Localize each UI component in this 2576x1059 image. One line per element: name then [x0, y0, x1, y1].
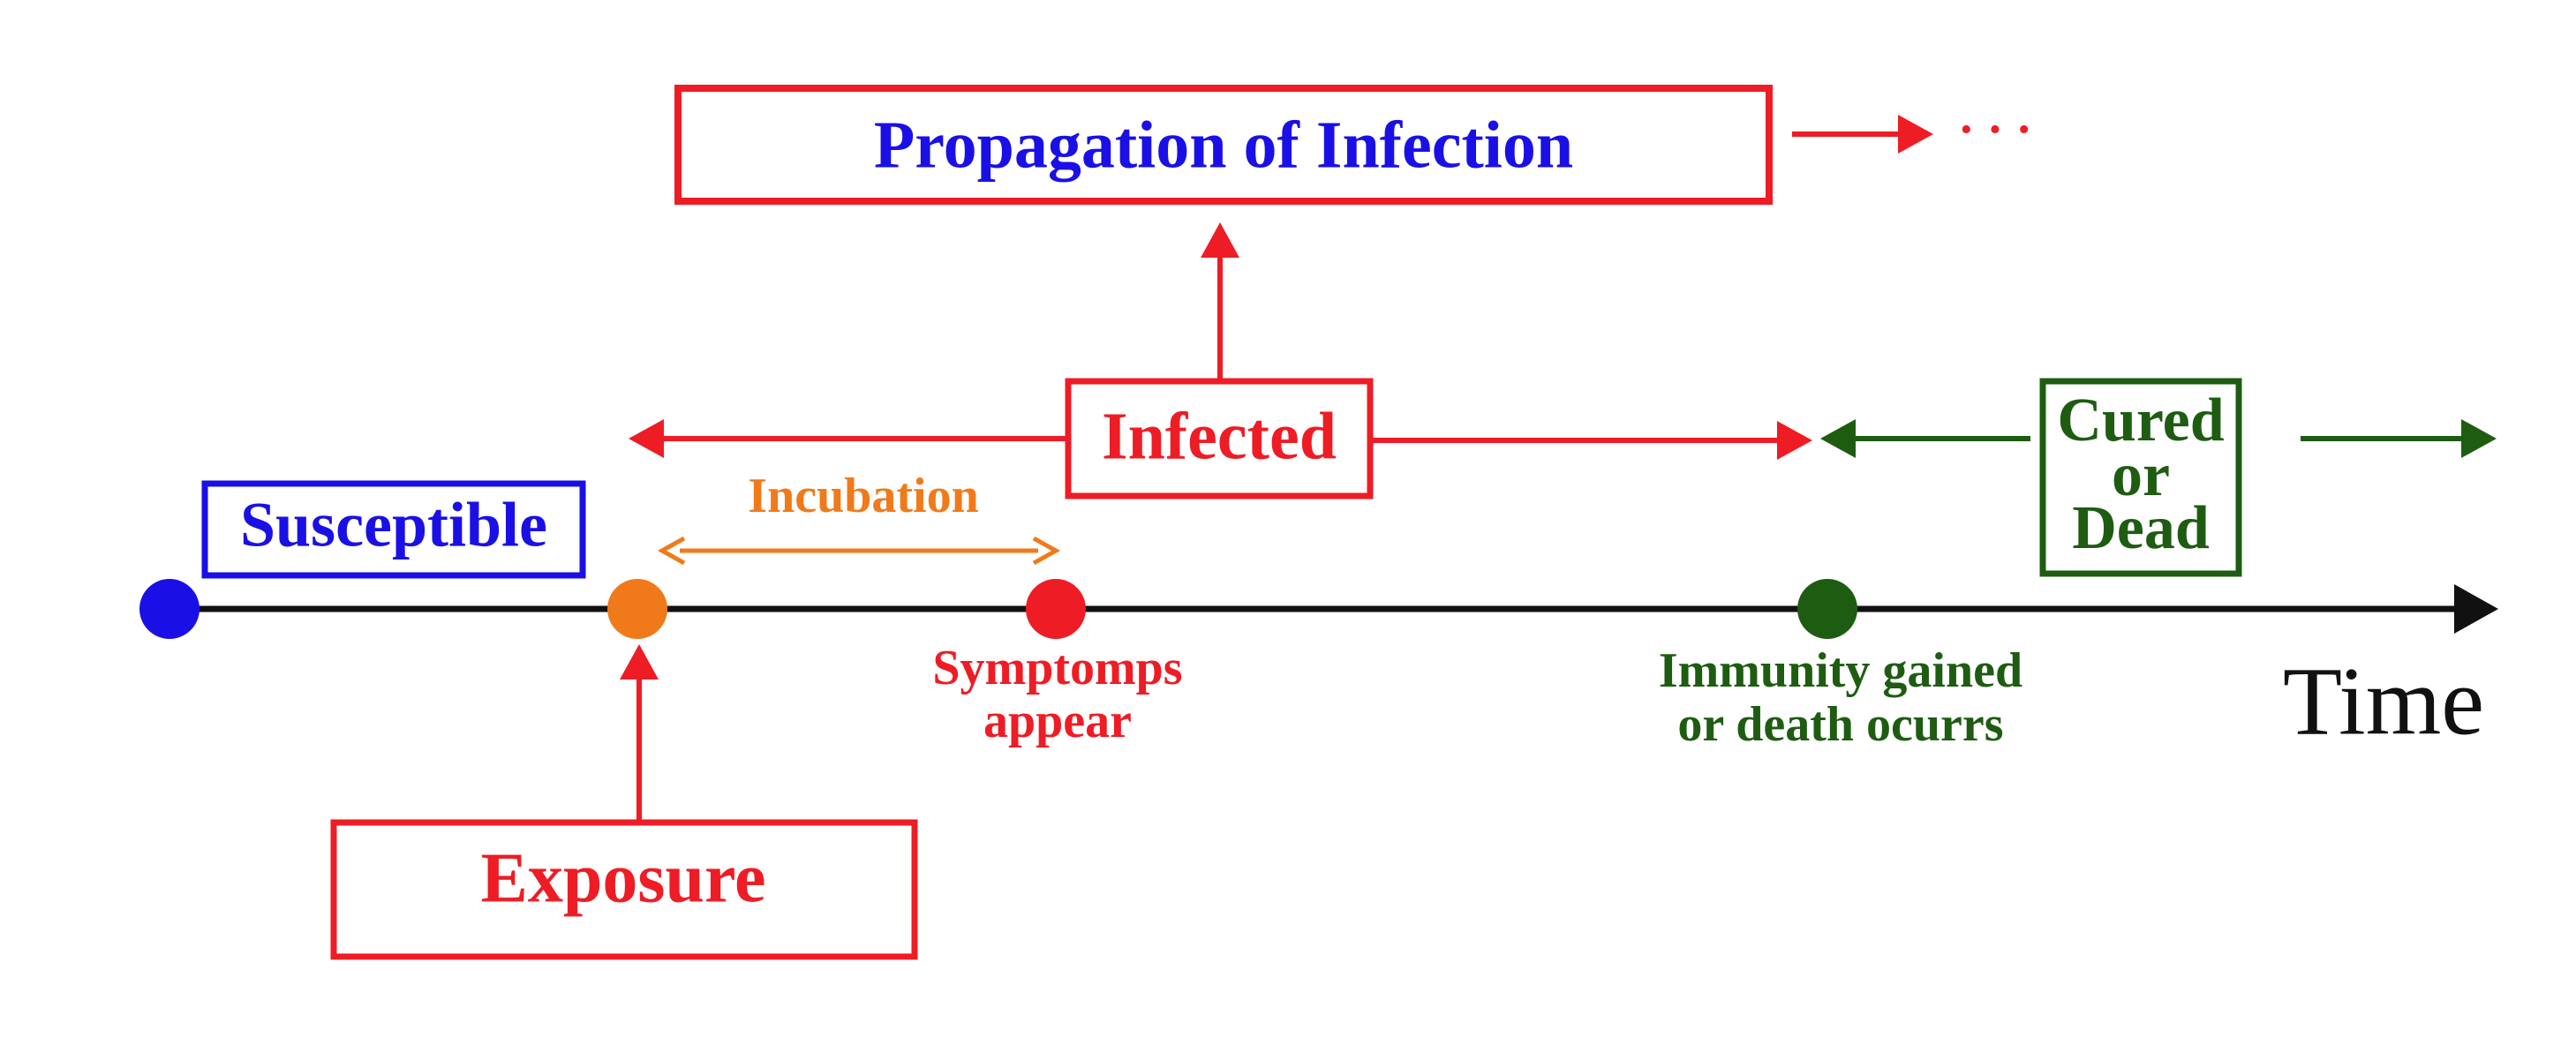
cured-or-dead-box — [2039, 378, 2242, 577]
symptoms-label-line2: appear — [983, 694, 1132, 748]
immunity-label-line1: Immunity gained — [1659, 643, 2022, 698]
ellipsis: · · · — [1958, 102, 2032, 157]
dead-label: Dead — [2072, 494, 2210, 562]
susceptible-point — [139, 579, 200, 639]
propagation-label: Propagation of Infection — [874, 108, 1573, 182]
or-label: or — [2112, 441, 2170, 509]
cured-label: Cured — [2057, 387, 2224, 454]
infected-label: Infected — [1102, 399, 1337, 473]
exposure-arrowhead — [620, 644, 659, 680]
symptoms-point — [1026, 579, 1086, 639]
propagation-continue-arrowhead — [1898, 115, 1933, 154]
cured-left-arrowhead — [1820, 419, 1856, 458]
time-axis-arrowhead — [2454, 584, 2498, 634]
exposure-point — [607, 579, 667, 639]
incubation-label: Incubation — [748, 469, 978, 523]
cured-right-arrowhead — [2461, 419, 2497, 458]
incubation-arrowhead-right — [1032, 536, 1061, 566]
propagation-box — [674, 85, 1773, 205]
incubation-arrowhead-left — [657, 536, 686, 566]
susceptible-box — [201, 480, 586, 579]
immunity-label-line2: or death ocurrs — [1677, 697, 2003, 752]
susceptible-label: Susceptible — [240, 490, 547, 560]
infected-to-propagation-arrowhead — [1201, 222, 1239, 258]
immunity-point — [1797, 579, 1857, 639]
infected-right-arrowhead — [1777, 421, 1812, 460]
symptoms-label-line1: Symptomps — [932, 641, 1182, 695]
exposure-label: Exposure — [480, 839, 765, 917]
exposure-box — [330, 819, 918, 960]
time-label: Time — [2283, 647, 2484, 755]
infected-box — [1065, 378, 1374, 499]
infected-left-arrowhead — [629, 419, 664, 458]
